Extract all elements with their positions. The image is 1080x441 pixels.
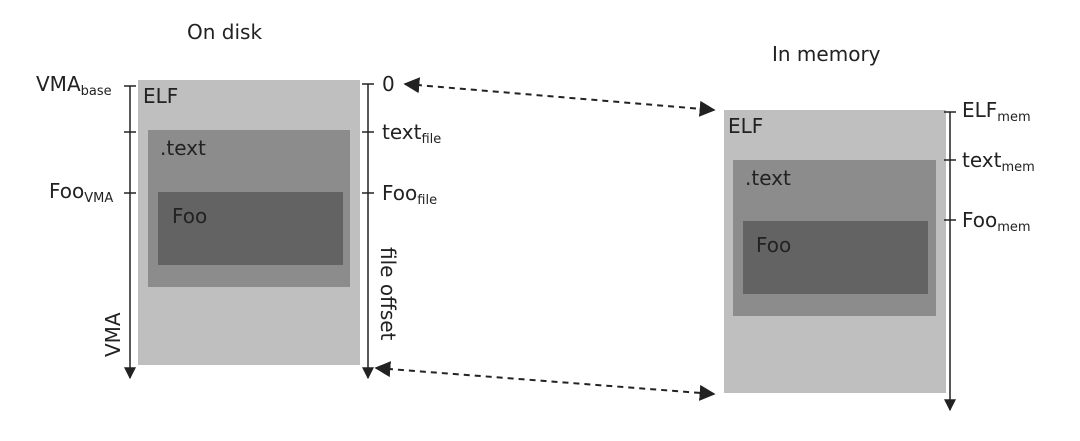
vma-base-label: VMAbase — [36, 72, 112, 99]
disk-elf-label: ELF — [143, 84, 179, 108]
memory-elf-label: ELF — [728, 114, 764, 138]
file-offset-axis-label: file offset — [376, 247, 400, 341]
text-file-label: textfile — [382, 120, 442, 147]
foo-vma-label: FooVMA — [49, 179, 114, 206]
top-mapping-arrow — [403, 77, 716, 117]
disk-text-label: .text — [160, 136, 206, 160]
disk-foo-block — [158, 192, 343, 265]
on-disk-heading: On disk — [187, 20, 263, 44]
in-memory-heading: In memory — [772, 42, 881, 66]
foo-file-label: Foofile — [382, 181, 438, 208]
memory-foo-label: Foo — [756, 233, 792, 257]
offset-zero-label: 0 — [382, 72, 395, 96]
vma-axis-label: VMA — [101, 312, 125, 357]
bottom-mapping-arrow — [374, 361, 716, 401]
foo-mem-label: Foomem — [962, 208, 1031, 235]
text-mem-label: textmem — [962, 148, 1035, 175]
elf-mem-label: ELFmem — [962, 98, 1031, 125]
memory-text-label: .text — [745, 166, 791, 190]
disk-foo-label: Foo — [172, 204, 208, 228]
memory-foo-block — [743, 221, 928, 294]
